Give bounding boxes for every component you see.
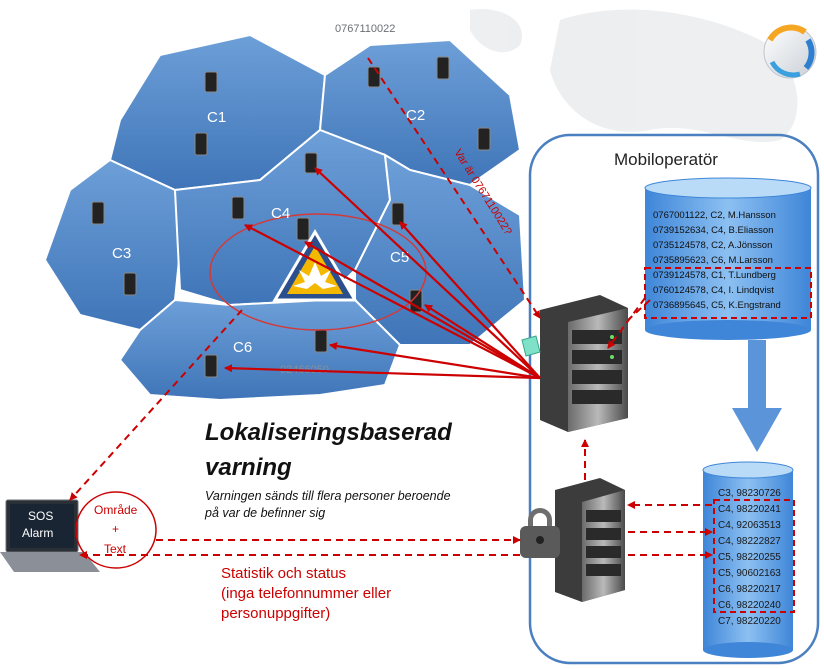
stats-line2: (inga telefonnummer eller [221, 585, 391, 602]
phones [91, 56, 491, 378]
world-map-background [470, 9, 798, 143]
broadcast-arrow [244, 224, 541, 379]
phone-icon [296, 217, 310, 241]
heading-line2: varning [205, 454, 292, 481]
phone-icon [367, 66, 381, 88]
broadcast-arrow [399, 221, 541, 379]
secure-server-icon [555, 478, 625, 602]
heading-subtitle-line1: Varningen sänds till flera personer bero… [205, 489, 451, 503]
broadcast-arrow [329, 342, 541, 380]
phone-icon [194, 132, 208, 156]
area-text-bubble [75, 491, 157, 569]
cell-record: C4, 98222827 [718, 536, 781, 547]
stats-line3: personuppgifter) [221, 605, 330, 622]
cell-record: C4, 98220241 [718, 504, 781, 515]
broadcast-arrow [314, 167, 541, 379]
alert-to-sos-arrow [69, 309, 243, 501]
subscriber-record: 0767001122, C2, M.Hansson [653, 210, 776, 221]
operator-title: Mobiloperatör [614, 150, 718, 169]
subscriber-record: 0739124578, C1, T.Lundberg [653, 270, 776, 281]
cell-record: C7, 98220220 [718, 616, 781, 627]
subscriber-record: 0735895623, C6, M.Larsson [653, 255, 773, 266]
cell-record: C6, 98220240 [718, 600, 781, 611]
selected-cells-box [713, 499, 795, 613]
phone-icon [204, 354, 218, 378]
heading-subtitle-line2: på var de befinner sig [204, 506, 325, 520]
sos-label-line1: SOS [28, 509, 53, 523]
phone-icon [123, 272, 137, 296]
phone-icon [477, 127, 491, 151]
laptop-icon [0, 499, 100, 572]
broadcast-arrow [424, 304, 541, 379]
phone-icon [304, 152, 318, 174]
cell-record: C4, 92063513 [718, 520, 781, 531]
globe-logo-icon [763, 24, 817, 79]
mobile-operator-box [528, 133, 820, 665]
subscriber-database-icon [644, 177, 812, 340]
subscriber-record: 0735124578, C2, A.Jönsson [653, 240, 772, 251]
cell-label-c3: C3 [112, 245, 131, 262]
stats-line1: Statistik och status [221, 565, 346, 582]
cell-label-c5: C5 [390, 249, 409, 266]
subscriber-record: 0760124578, C4, I. Lindqvist [653, 285, 774, 296]
cell-label-c4: C4 [271, 205, 290, 222]
warning-icon [272, 229, 358, 302]
phone-icon [91, 201, 105, 225]
subscriber-record: 0736895645, C5, K.Engstrand [653, 300, 781, 311]
db-to-server-arrow [627, 299, 651, 321]
subscriber-record: 0739152634, C4, B.Eliasson [653, 225, 773, 236]
message-icon [521, 335, 541, 357]
cell-c6 [118, 298, 402, 402]
broadcast-arrows [224, 167, 541, 380]
lookup-arrow [607, 297, 646, 349]
phone-icon [204, 71, 218, 93]
cell-label-c2: C2 [406, 107, 425, 124]
cell-label-c6: C6 [233, 339, 252, 356]
phone-icon [314, 329, 328, 353]
cell-label-c1: C1 [207, 109, 226, 126]
cell-record: C6, 98220217 [718, 584, 781, 595]
server-icon [540, 295, 628, 432]
down-arrow-icon [732, 340, 782, 452]
phone-icon [409, 289, 423, 313]
cell-record: C5, 90602163 [718, 568, 781, 579]
sos-label-line2: Alarm [22, 526, 53, 540]
area-bubble-line3: Text [104, 542, 127, 556]
subscriber-records: 0767001122, C2, M.Hansson 0739152634, C4… [653, 210, 781, 311]
query-arrow [367, 57, 541, 319]
dashed-flows [69, 57, 713, 559]
cell-record: C3, 98230726 [718, 488, 781, 499]
area-bubble-line1: Område [94, 503, 138, 517]
phone-icon [391, 202, 405, 226]
selected-records-box [644, 267, 812, 319]
cell-record: C5, 98220255 [718, 552, 781, 563]
phone-icon [231, 196, 245, 220]
queried-phone-number: 0767110022 [335, 23, 395, 35]
area-bubble-line2: + [112, 522, 119, 536]
broadcast-arrow [224, 364, 541, 380]
lock-icon [520, 508, 560, 558]
phone-icon [436, 56, 450, 80]
heading-line1: Lokaliseringsbaserad [205, 419, 453, 446]
cell-records: C3, 98230726 C4, 98220241 C4, 92063513 C… [718, 488, 781, 627]
cell-labels: C1 C2 C3 C4 C5 C6 [112, 107, 425, 356]
broadcast-arrow [304, 241, 541, 379]
